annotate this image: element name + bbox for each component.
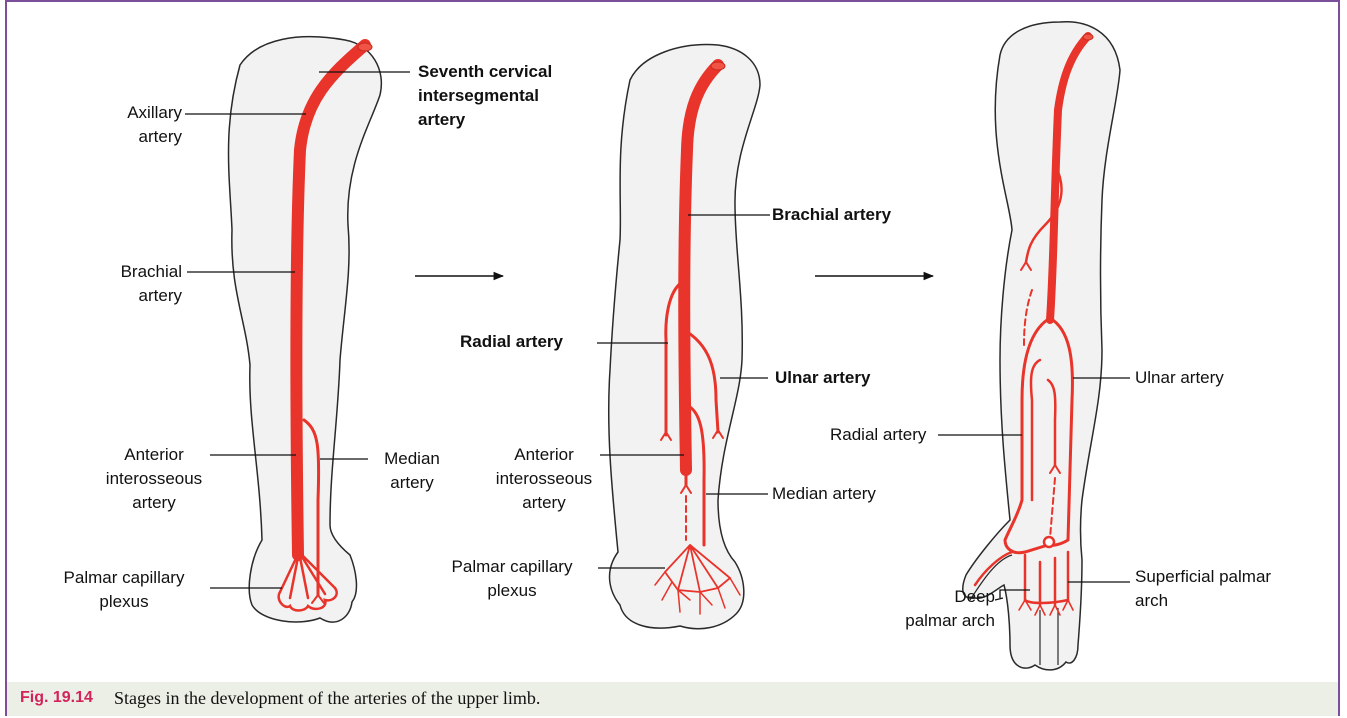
figure-number: Fig. 19.14 [20,689,93,707]
label-seventh-cervical-intersegmental-artery: Seventh cervical intersegmental artery [418,60,552,132]
label-deep-palmar-arch: Deep palmar arch [880,585,995,633]
label-superficial-palmar-arch: Superficial palmar arch [1135,565,1271,613]
label-median-artery-1: Median artery [372,447,452,495]
caption-bar: Fig. 19.14 Stages in the development of … [7,682,1338,716]
artery-cut-end-2 [711,62,725,70]
label-radial-artery-2: Radial artery [460,330,563,354]
limb-stage-3 [963,22,1120,670]
label-brachial-artery-2: Brachial artery [772,203,891,227]
label-median-artery-2: Median artery [772,482,876,506]
artery-cut-end-1 [358,43,372,51]
label-axillary-artery-1: Axillary artery [60,101,182,149]
artery-cut-end-3 [1083,34,1093,40]
label-anterior-interosseous-artery-2: Anterior interosseous artery [490,443,598,515]
label-brachial-artery-1: Brachial artery [60,260,182,308]
label-radial-artery-3: Radial artery [830,423,926,447]
label-ulnar-artery-2: Ulnar artery [775,366,870,390]
figure-caption: Stages in the development of the arterie… [114,688,540,709]
label-ulnar-artery-3: Ulnar artery [1135,366,1224,390]
deep-arch-junction [1044,537,1054,547]
label-palmar-capillary-plexus-2: Palmar capillary plexus [428,555,596,603]
label-palmar-capillary-plexus-1: Palmar capillary plexus [40,566,208,614]
label-anterior-interosseous-artery-1: Anterior interosseous artery [100,443,208,515]
